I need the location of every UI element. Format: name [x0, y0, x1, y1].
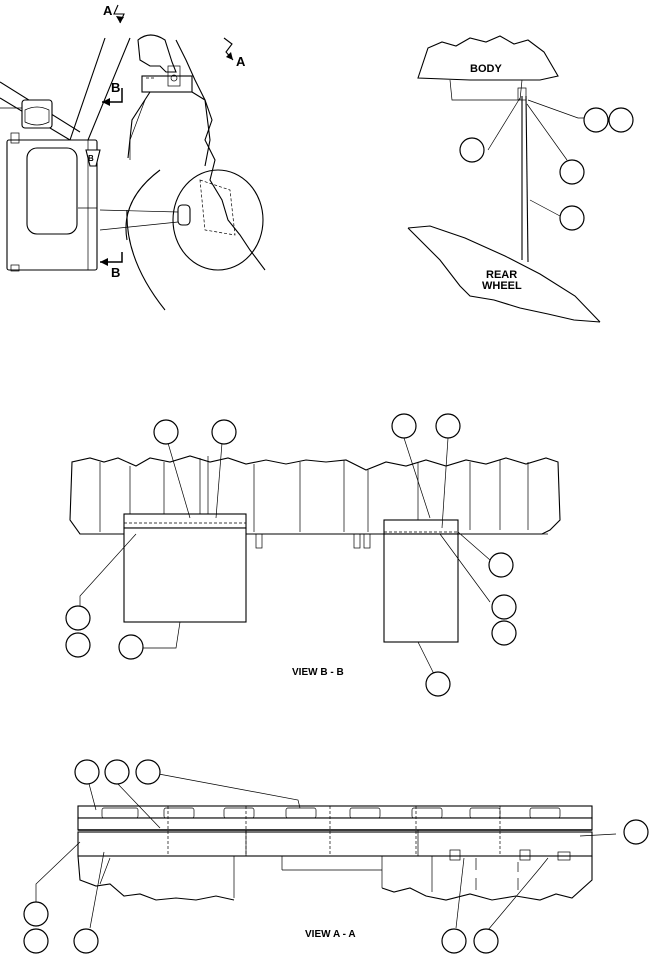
- callout-balloon: [73, 928, 99, 954]
- battery-top-row: [77, 805, 593, 819]
- callout-balloon: [118, 634, 144, 660]
- callout-balloon: [459, 137, 485, 163]
- callout-balloon: [559, 159, 585, 185]
- section-arrow-b-bottom: B: [100, 252, 123, 280]
- section-arrow-b-bottom-label: B: [111, 265, 120, 280]
- callout-balloon: [23, 928, 49, 954]
- callout-balloon: [623, 819, 649, 845]
- location-view: A A B B: [0, 3, 266, 311]
- battery-box: B: [6, 132, 101, 272]
- view-b-title: VIEW B - B: [292, 667, 344, 678]
- section-arrow-a-top: A: [103, 3, 125, 24]
- section-arrow-a-right-label: A: [236, 54, 246, 69]
- section-arrow-a-right: A: [223, 37, 246, 69]
- callout-balloon: [491, 620, 517, 646]
- view-a-a: VIEW A - A: [23, 759, 649, 954]
- battery-left: [123, 527, 247, 623]
- callout-balloon: [488, 552, 514, 578]
- callout-balloon: [135, 759, 161, 785]
- callout-balloon: [65, 632, 91, 658]
- rear-wheel-label-2: WHEEL: [482, 280, 522, 292]
- callout-balloon: [583, 107, 609, 133]
- callout-balloon: [435, 413, 461, 439]
- callout-balloon: [608, 107, 634, 133]
- rear-wheel-label-1: REAR: [486, 269, 517, 281]
- callout-balloon: [559, 205, 585, 231]
- callout-balloon: [23, 901, 49, 927]
- view-b-b: VIEW B - B: [65, 413, 561, 697]
- callout-balloon: [473, 928, 499, 954]
- section-arrow-a-top-label: A: [103, 3, 113, 18]
- callout-balloon: [153, 419, 179, 445]
- callout-balloon: [74, 759, 100, 785]
- callout-balloon: [391, 413, 417, 439]
- b-tag-shape: [85, 149, 101, 167]
- body-label: BODY: [470, 63, 502, 75]
- callout-balloon: [491, 594, 517, 620]
- view-a-title: VIEW A - A: [305, 929, 356, 940]
- section-arrow-b-top-label: B: [111, 80, 120, 95]
- callout-balloon: [211, 419, 237, 445]
- callout-balloon: [104, 759, 130, 785]
- callout-balloon: [441, 928, 467, 954]
- battery-right: [383, 533, 459, 643]
- body-outline: [417, 35, 559, 81]
- body-wheel-view: BODY REAR WHEEL: [407, 35, 634, 323]
- panel-tag-b: B: [88, 154, 94, 163]
- callout-balloon: [65, 605, 91, 631]
- callout-balloon: [425, 671, 451, 697]
- section-arrow-b-top: B: [102, 80, 123, 106]
